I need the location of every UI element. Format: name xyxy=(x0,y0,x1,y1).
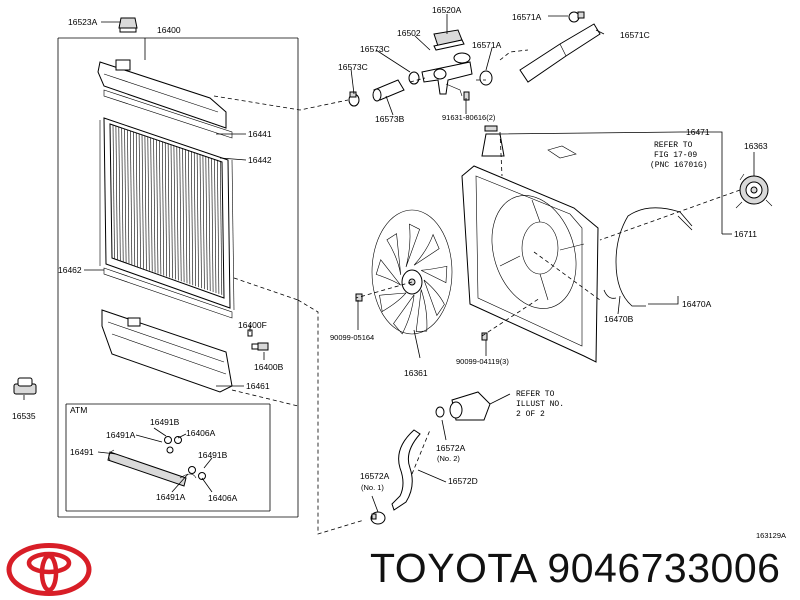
lower-tank xyxy=(101,309,233,393)
label-16470A: 16470A xyxy=(682,299,712,309)
wire-harness-16470 xyxy=(603,207,693,307)
bolt-90099-04119 xyxy=(481,332,488,341)
label-16502: 16502 xyxy=(397,28,421,38)
label-91631: 91631-80616(2) xyxy=(442,113,496,122)
label-16442: 16442 xyxy=(248,155,272,165)
label-16471: 16471 xyxy=(686,127,710,137)
label-atm: ATM xyxy=(70,405,87,415)
refer-fig-line-2: FIG 17-09 xyxy=(654,151,697,160)
label-16535: 16535 xyxy=(12,411,36,421)
label-16363: 16363 xyxy=(744,141,768,151)
label-16573B: 16573B xyxy=(375,114,405,124)
refer-note-fig: REFER TO FIG 17-09 (PNC 16701G) xyxy=(650,141,708,170)
refer-marker xyxy=(547,145,577,159)
label-16573C-a: 16573C xyxy=(360,44,390,54)
bolt-90099-05164 xyxy=(355,293,363,302)
label-no2: (No. 2) xyxy=(437,454,460,463)
hose-16573B xyxy=(372,79,405,102)
diagram-code: 163129A xyxy=(756,531,786,540)
atm-oil-cooler xyxy=(107,436,206,487)
toyota-logo xyxy=(6,543,92,596)
part-labels: 16523A 16400 16520A 16502 16573C 16573C … xyxy=(12,5,786,540)
label-16571A-top: 16571A xyxy=(512,12,542,22)
reservoir-16471 xyxy=(481,125,505,157)
label-16462: 16462 xyxy=(58,265,82,275)
clamp-16573C-left xyxy=(348,91,360,107)
filler-neck-16502 xyxy=(421,52,473,97)
refer-fig-line-3: (PNC 16701G) xyxy=(650,161,708,170)
clamp-16571A-mid xyxy=(479,70,493,86)
label-16491A-a: 16491A xyxy=(106,430,136,440)
refer-illust-line-3: 2 OF 2 xyxy=(516,410,545,419)
clamp-16573C-right xyxy=(408,71,420,85)
brand-part-caption: TOYOTA 9046733006 xyxy=(370,545,781,591)
label-16571C: 16571C xyxy=(620,30,650,40)
cap-16523A xyxy=(118,17,138,33)
label-16572D: 16572D xyxy=(448,476,478,486)
label-16572A-no1: 16572A xyxy=(360,471,390,481)
bracket-91631 xyxy=(463,91,470,101)
lower-hose-16572D xyxy=(391,429,421,511)
radiator-assembly-frame xyxy=(57,37,299,518)
label-16361: 16361 xyxy=(404,368,428,378)
label-16491B-b: 16491B xyxy=(198,450,228,460)
label-16571A-mid: 16571A xyxy=(472,40,502,50)
drain-plug xyxy=(247,329,269,351)
label-16441: 16441 xyxy=(248,129,272,139)
label-16572A-no2: 16572A xyxy=(436,443,466,453)
label-16406A-b: 16406A xyxy=(208,493,238,503)
clamp-16572A-no1 xyxy=(370,511,386,525)
refer-note-illust: REFER TO ILLUST NO. 2 OF 2 xyxy=(516,390,564,419)
label-90099-04119: 90099-04119(3) xyxy=(456,357,509,366)
label-16400: 16400 xyxy=(157,25,181,35)
clamp-16571A-top xyxy=(568,11,585,23)
fan-motor-16363 xyxy=(735,173,773,209)
label-no1: (No. 1) xyxy=(361,483,384,492)
label-16470B: 16470B xyxy=(604,314,634,324)
label-16491B-a: 16491B xyxy=(150,417,180,427)
label-16491: 16491 xyxy=(70,447,94,457)
connection-lines xyxy=(213,49,741,535)
label-16491A-b: 16491A xyxy=(156,492,186,502)
label-16461: 16461 xyxy=(246,381,270,391)
refer-fig-line-1: REFER TO xyxy=(654,141,693,150)
refer-illust-line-1: REFER TO xyxy=(516,390,555,399)
label-16400F: 16400F xyxy=(238,320,267,330)
thermostat-16572A-no2 xyxy=(435,391,491,421)
mount-16535 xyxy=(13,377,37,395)
label-16711: 16711 xyxy=(734,229,757,239)
label-16520A: 16520A xyxy=(432,5,462,15)
label-16406A-a: 16406A xyxy=(186,428,216,438)
leader-lines xyxy=(23,14,755,513)
radiator-core xyxy=(97,59,235,311)
label-90099-05164: 90099-05164 xyxy=(330,333,374,342)
upper-hose-16571C xyxy=(519,23,601,83)
gasket-16462 xyxy=(103,267,233,319)
label-16400B: 16400B xyxy=(254,362,284,372)
refer-illust-line-2: ILLUST NO. xyxy=(516,400,564,409)
cooling-fan-16361 xyxy=(371,209,453,335)
label-16523A: 16523A xyxy=(68,17,98,27)
radiator-cap-16520A xyxy=(433,29,465,51)
label-16573C-b: 16573C xyxy=(338,62,368,72)
